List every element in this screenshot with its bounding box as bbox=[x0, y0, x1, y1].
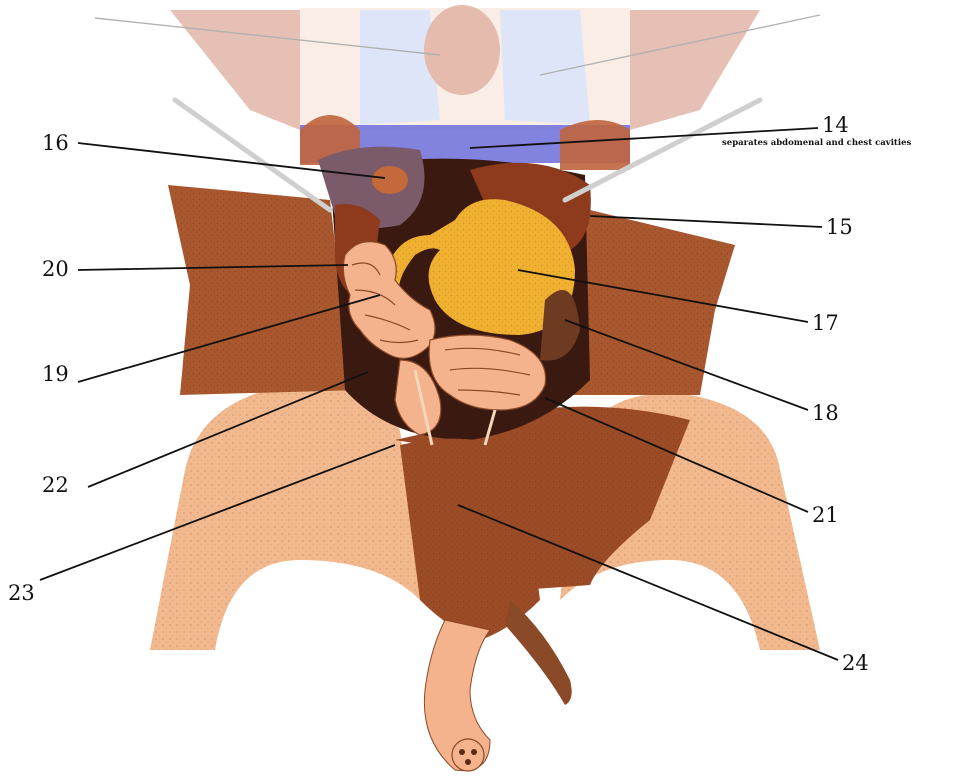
heart bbox=[424, 5, 500, 95]
label-21-text: 21 bbox=[812, 503, 839, 527]
tail bbox=[505, 600, 572, 705]
label-14-text: 14 bbox=[822, 113, 849, 137]
label-18-text: 18 bbox=[812, 401, 839, 425]
label-20-text: 20 bbox=[42, 257, 69, 281]
label-24-text: 24 bbox=[842, 651, 869, 675]
label-19-text: 19 bbox=[42, 362, 69, 386]
label-14-note: separates abdomenal and chest cavities bbox=[722, 138, 911, 148]
label-22-text: 22 bbox=[42, 473, 69, 497]
label-23-text: 23 bbox=[8, 581, 35, 605]
label-15-text: 15 bbox=[826, 215, 853, 239]
label-17-text: 17 bbox=[812, 311, 839, 335]
label-16-text: 16 bbox=[42, 131, 69, 155]
thorax-region bbox=[95, 5, 820, 130]
gallbladder bbox=[372, 166, 408, 194]
